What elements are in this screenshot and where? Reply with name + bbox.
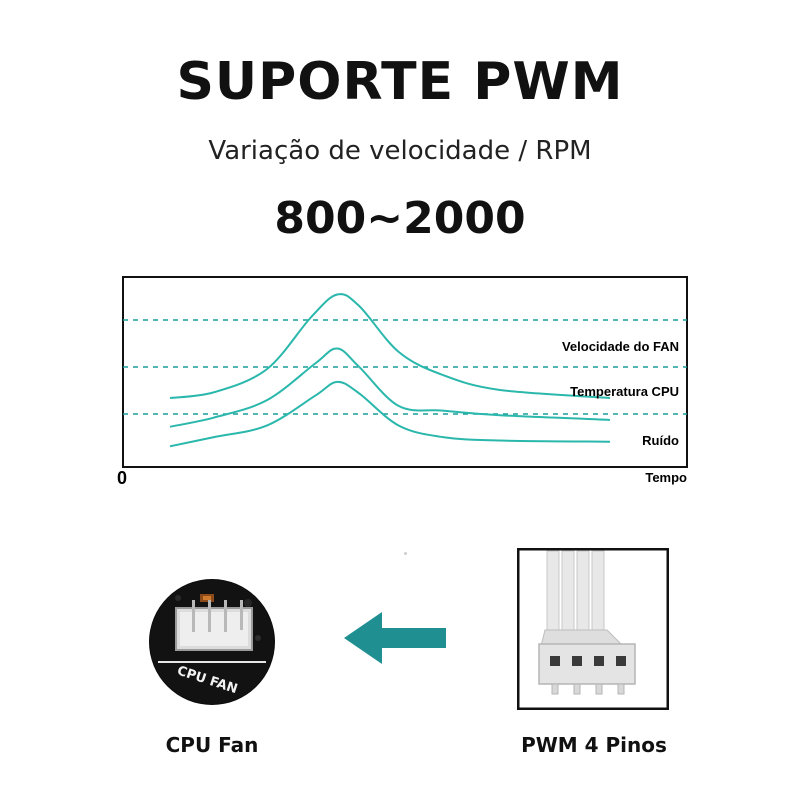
series-label-fan-speed: Velocidade do FAN (562, 339, 679, 354)
noise-curve (169, 380, 611, 448)
page-title: SUPORTE PWM (176, 52, 624, 112)
chart-frame (122, 276, 688, 468)
cpu-fan-header-photo: CPU FAN (149, 579, 275, 705)
cpu-temperature-curve (169, 347, 611, 428)
rpm-range: 800~2000 (274, 193, 526, 244)
x-axis-label: Tempo (645, 470, 687, 485)
pwm-chart: 0 Tempo Velocidade do FAN Temperatura CP… (117, 276, 688, 488)
cpu-fan-caption: CPU Fan (165, 733, 259, 757)
origin-label: 0 (117, 468, 127, 488)
series-label-noise: Ruído (642, 433, 679, 448)
page-subtitle: Variação de velocidade / RPM (208, 136, 592, 166)
pwm-4pin-caption: PWM 4 Pinos (521, 733, 667, 757)
speck (404, 552, 407, 555)
pwm-4pin-connector-photo (517, 548, 669, 710)
fan-speed-curve (169, 293, 611, 399)
series-label-cpu-temp: Temperatura CPU (570, 384, 679, 399)
arrow-left-icon (344, 612, 446, 664)
